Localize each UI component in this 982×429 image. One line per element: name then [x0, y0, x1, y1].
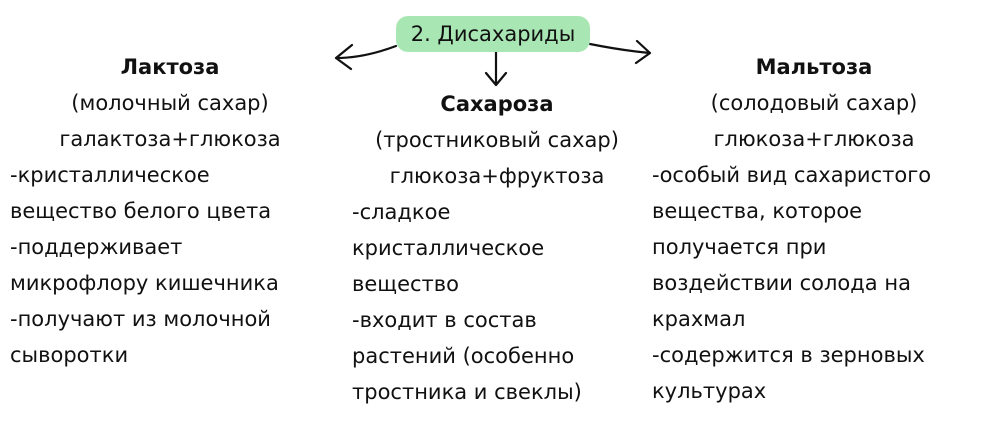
sucrose-fact: -входит в состав [352, 308, 537, 332]
arrow-right [588, 39, 652, 65]
lactose-column: Лактоза (молочный сахар) галактоза+глюко… [10, 49, 330, 373]
sucrose-fact: кристаллическое [352, 236, 545, 260]
maltose-fact: -содержится в зерновых [652, 343, 925, 367]
arrow-left [334, 43, 398, 71]
lactose-formula: галактоза+глюкоза [59, 127, 281, 151]
lactose-fact: -кристаллическое [10, 163, 210, 187]
maltose-formula: глюкоза+глюкоза [713, 127, 915, 151]
maltose-fact: культурах [652, 379, 767, 403]
lactose-alias: (молочный сахар) [71, 91, 269, 115]
maltose-alias: (солодовый сахар) [710, 91, 918, 115]
sucrose-fact: вещество [352, 272, 459, 296]
maltose-fact: крахмал [652, 307, 746, 331]
maltose-fact: получается при [652, 235, 827, 259]
maltose-title: Мальтоза [755, 55, 873, 79]
maltose-fact: воздействии солода на [652, 271, 911, 295]
sucrose-fact: -сладкое [352, 200, 451, 224]
sucrose-formula: глюкоза+фруктоза [389, 164, 605, 188]
lactose-fact: -получают из молочной [10, 307, 271, 331]
sucrose-alias: (тростниковый сахар) [375, 128, 619, 152]
sucrose-fact: растений (особенно [352, 344, 575, 368]
sucrose-fact: тростника и свеклы) [352, 380, 582, 404]
sucrose-column: Сахароза (тростниковый сахар) глюкоза+фр… [352, 86, 642, 410]
lactose-title: Лактоза [120, 55, 220, 79]
maltose-fact: вещества, которое [652, 199, 863, 223]
lactose-fact: вещество белого цвета [10, 199, 272, 223]
lactose-fact: сыворотки [10, 343, 129, 367]
maltose-column: Мальтоза (солодовый сахар) глюкоза+глюко… [652, 49, 976, 409]
lactose-fact: -поддерживает [10, 235, 183, 259]
arrow-down [484, 50, 508, 87]
sucrose-title: Сахароза [440, 92, 554, 116]
maltose-fact: -особый вид сахаристого [652, 163, 932, 187]
lactose-fact: микрофлору кишечника [10, 271, 279, 295]
topic-badge: 2. Дисахариды [396, 16, 590, 52]
